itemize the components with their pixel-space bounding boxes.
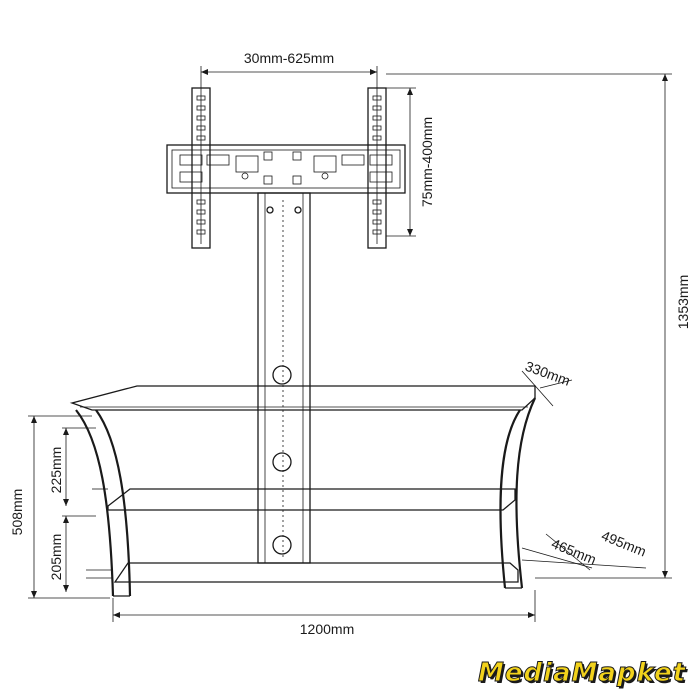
label-mount-height: 75mm-400mm: [419, 117, 435, 207]
right-arm-holes: [372, 95, 382, 235]
left-arm-holes: [196, 95, 206, 235]
label-upper-gap: 225mm: [48, 447, 64, 494]
label-stand-height: 508mm: [9, 489, 25, 536]
label-bottom-depth: 495mm: [599, 527, 648, 559]
dimension-lines: [28, 66, 672, 622]
watermark-logo: MediaMapket: [477, 658, 686, 689]
label-lower-gap: 205mm: [48, 534, 64, 581]
label-total-height: 1353mm: [675, 275, 691, 329]
tv-mount-bracket: [166, 87, 406, 249]
label-width: 1200mm: [300, 621, 354, 637]
label-mount-width: 30mm-625mm: [244, 50, 334, 66]
stand-body: [69, 385, 536, 597]
label-top-depth: 330mm: [523, 358, 572, 389]
central-column: [257, 192, 311, 564]
